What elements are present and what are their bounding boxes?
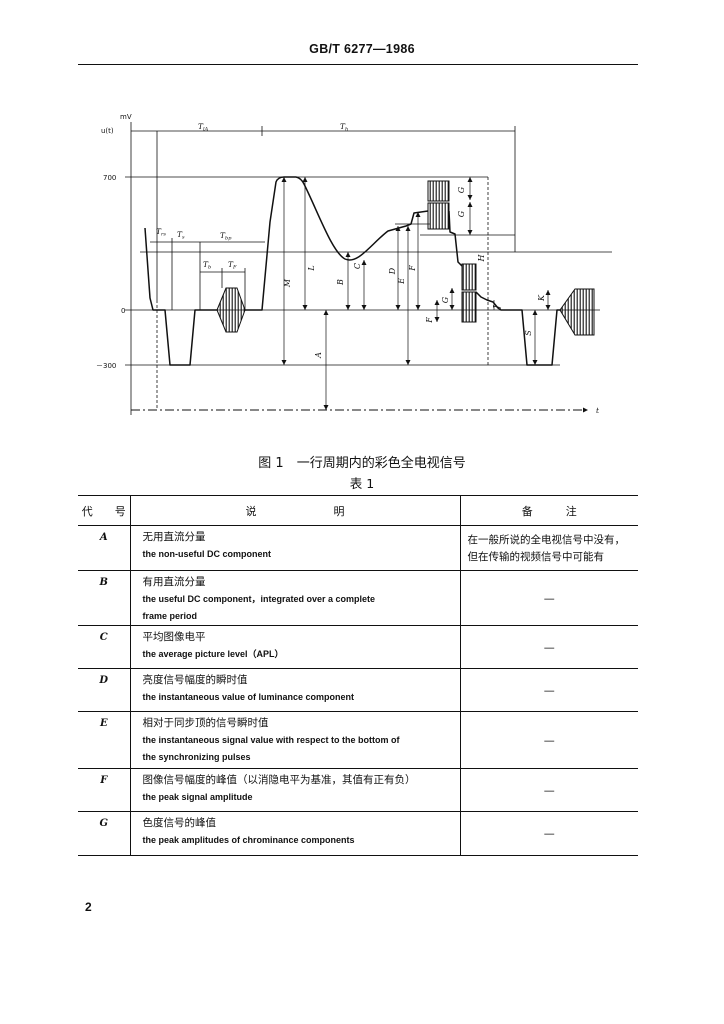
composite-video-waveform: [144, 176, 560, 366]
row-description-en: the synchronizing pulses: [142, 752, 251, 762]
row-description: 相对于同步顶的信号瞬时值 the instantaneous signal va…: [129, 711, 460, 769]
row-remark: —: [459, 668, 638, 712]
dimension-label-E: E: [397, 278, 406, 285]
page-number: 2: [85, 900, 92, 914]
figure-caption: 图 1 一行周期内的彩色全电视信号: [258, 456, 466, 471]
row-remark: 在一般所说的全电视信号中没有， 但在传输的视频信号中可能有: [459, 525, 638, 571]
row-description-zh: 平均图像电平: [142, 631, 206, 643]
row-remark: —: [459, 811, 638, 856]
timing-label: Tb: [203, 260, 211, 271]
colour-burst: [216, 287, 246, 333]
row-description-en: the instantaneous signal value with resp…: [142, 735, 400, 745]
dimension-label-J: J: [492, 305, 501, 311]
table-row: A 无用直流分量 the non-useful DC component 在一般…: [78, 525, 638, 571]
dimension-label-S: S: [524, 330, 533, 336]
y-variable-label: u(t): [101, 127, 114, 135]
row-remark: —: [459, 625, 638, 669]
timing-label: Th: [340, 122, 348, 133]
chroma-block-lower-a: [461, 263, 477, 291]
dimension-label-G-upper: G: [457, 186, 466, 193]
row-description: 图像信号幅度的峰值（以消隐电平为基准，其值有正有负） the peak sign…: [129, 768, 460, 812]
row-description-zh: 亮度信号幅度的瞬时值: [142, 674, 248, 686]
chroma-block-upper-a: [427, 180, 450, 202]
level-label-minus-300: －300: [96, 362, 116, 370]
row-remark: —: [459, 570, 638, 626]
table-title: 表 1: [349, 476, 375, 491]
row-description: 色度信号的峰值 the peak amplitudes of chrominan…: [129, 811, 460, 856]
row-description-en: frame period: [142, 611, 198, 621]
standard-header: GB/T 6277—1986: [309, 42, 415, 56]
table-row: B 有用直流分量 the useful DC component，integra…: [78, 570, 638, 626]
dimension-label-D: D: [388, 267, 397, 275]
header-remark: 备 注: [459, 495, 638, 526]
timing-label: TF: [228, 260, 237, 271]
header-code: 代 号: [81, 504, 126, 518]
header-rule: [78, 64, 638, 65]
dimension-label-A: A: [314, 352, 323, 359]
table-row: D 亮度信号幅度的瞬时值 the instantaneous value of …: [78, 668, 638, 712]
row-code: G: [99, 818, 109, 829]
table-header-row: 代 号 说 明 备 注: [78, 495, 638, 526]
row-description: 平均图像电平 the average picture level（APL）: [129, 625, 460, 669]
x-variable-label: t: [596, 406, 600, 415]
row-description-zh: 无用直流分量: [142, 531, 206, 543]
row-description-zh: 图像信号幅度的峰值（以消隐电平为基准，其值有正有负）: [142, 774, 416, 786]
row-description-en: the average picture level（APL）: [142, 649, 284, 659]
table-1: 代 号 说 明 备 注 A 无用直流分量 the non-useful DC c…: [78, 495, 638, 856]
chroma-block-upper-b: [427, 202, 450, 230]
level-label-700: 700: [103, 174, 116, 182]
row-description-zh: 相对于同步顶的信号瞬时值: [142, 717, 269, 729]
table-row: F 图像信号幅度的峰值（以消隐电平为基准，其值有正有负） the peak si…: [78, 768, 638, 812]
dimension-label-F: F: [408, 265, 417, 272]
dimension-label-G-middle: G: [457, 210, 466, 217]
row-remark: —: [459, 711, 638, 769]
next-line-burst: [559, 288, 595, 336]
row-remark-line: 但在传输的视频信号中可能有: [467, 551, 605, 563]
row-remark-line: 在一般所说的全电视信号中没有，: [467, 534, 626, 546]
timing-label: Ts: [177, 230, 185, 241]
row-description: 亮度信号幅度的瞬时值 the instantaneous value of lu…: [129, 668, 460, 712]
table-row: E 相对于同步顶的信号瞬时值 the instantaneous signal …: [78, 711, 638, 769]
row-description-en: the peak amplitudes of chrominance compo…: [142, 835, 355, 845]
table-row: C 平均图像电平 the average picture level（APL） …: [78, 625, 638, 669]
row-code: E: [99, 718, 108, 729]
level-label-0: 0: [121, 307, 125, 315]
timing-label: Tbp: [220, 231, 232, 242]
row-code: D: [99, 675, 109, 686]
timing-label: Trs: [156, 227, 166, 238]
row-description-zh: 有用直流分量: [142, 576, 206, 588]
row-description-en: the instantaneous value of luminance com…: [142, 692, 355, 702]
dimension-label-F-lower: F: [425, 317, 434, 324]
row-code: B: [99, 577, 108, 588]
dimension-label-G-lower: G: [441, 296, 450, 303]
row-description-zh: 色度信号的峰值: [142, 817, 217, 829]
row-remark: —: [459, 768, 638, 812]
row-description-en: the non-useful DC component: [142, 549, 272, 559]
y-unit-label: mV: [120, 113, 132, 121]
row-description-en: the peak signal amplitude: [142, 792, 253, 802]
row-code: F: [100, 775, 108, 786]
table-row: G 色度信号的峰值 the peak amplitudes of chromin…: [78, 811, 638, 856]
dimension-label-L: L: [307, 265, 316, 271]
composite-signal-waveform-figure: mV u(t) 700 0 －300 t TlA Th Trs Ts Tbp T…: [96, 113, 612, 415]
row-code: C: [99, 632, 108, 643]
dimension-label-C: C: [353, 263, 362, 269]
row-description: 无用直流分量 the non-useful DC component: [129, 525, 460, 571]
chroma-block-lower-b: [461, 291, 477, 323]
row-description: 有用直流分量 the useful DC component，integrate…: [129, 570, 460, 626]
timing-label: TlA: [198, 122, 209, 133]
dimension-label-H: H: [477, 253, 486, 262]
dimension-label-M: M: [283, 278, 292, 288]
header-description: 说 明: [129, 495, 460, 526]
row-description-en: the useful DC component，integrated over …: [142, 594, 376, 604]
dimension-label-B: B: [336, 279, 345, 286]
row-code: A: [99, 532, 108, 543]
dimension-label-K: K: [537, 294, 546, 302]
